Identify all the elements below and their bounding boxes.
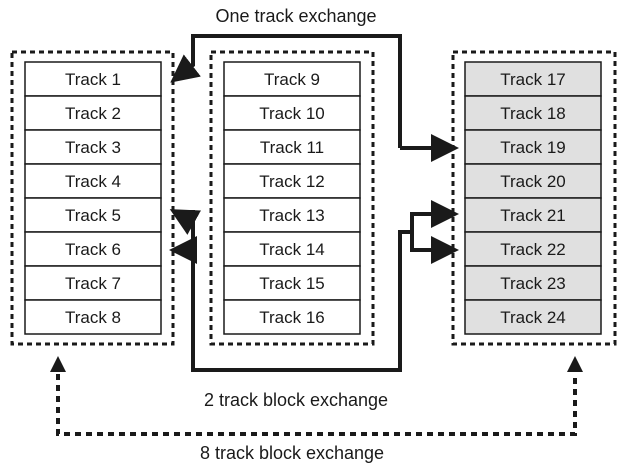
track-cell: Track 20 <box>464 163 602 199</box>
track-label: Track 10 <box>259 104 325 123</box>
track-cell-box <box>223 265 361 301</box>
track-cell: Track 13 <box>223 197 361 233</box>
track-cell: Track 14 <box>223 231 361 267</box>
track-cell: Track 1 <box>24 61 162 97</box>
track-cell: Track 11 <box>223 129 361 165</box>
track-cell: Track 22 <box>464 231 602 267</box>
track-cell-box <box>464 197 602 233</box>
track-cell-box <box>464 129 602 165</box>
track-cell-box <box>464 265 602 301</box>
track-cell: Track 9 <box>223 61 361 97</box>
one-track-exchange-label: One track exchange <box>215 6 376 26</box>
track-label: Track 24 <box>500 308 566 327</box>
track-cell-box <box>223 163 361 199</box>
track-cell: Track 5 <box>24 197 162 233</box>
track-cell: Track 23 <box>464 265 602 301</box>
track-label: Track 15 <box>259 274 325 293</box>
track-cell-box <box>223 197 361 233</box>
track-label: Track 11 <box>260 138 324 157</box>
track-cell: Track 3 <box>24 129 162 165</box>
track-label: Track 14 <box>259 240 325 259</box>
track-cell-box <box>223 61 361 97</box>
track-cell-box <box>464 299 602 335</box>
track-cell: Track 17 <box>464 61 602 97</box>
track-cell: Track 8 <box>24 299 162 335</box>
group-1-tracks: Track 1 Track 2 Track 3 Track 4 Track 5 Track… <box>24 61 162 335</box>
track-label: Track 12 <box>259 172 325 191</box>
track-label: Track 9 <box>264 70 320 89</box>
track-cell-box <box>464 163 602 199</box>
track-label: Track 7 <box>65 274 121 293</box>
track-label: Track 21 <box>500 206 566 225</box>
track-label: Track 17 <box>500 70 566 89</box>
track-cell-box <box>223 299 361 335</box>
track-cell-box <box>464 61 602 97</box>
track-cell-box <box>24 265 162 301</box>
two-track-arrow-to-track-22 <box>410 232 459 264</box>
track-cell-box <box>24 95 162 131</box>
group-2-outline <box>209 50 375 346</box>
track-cell-box <box>464 95 602 131</box>
two-track-block-exchange-label: 2 track block exchange <box>204 390 388 410</box>
eight-track-block-exchange-label: 8 track block exchange <box>200 443 384 463</box>
track-cell-box <box>223 95 361 131</box>
track-label: Track 8 <box>65 308 121 327</box>
track-label: Track 13 <box>259 206 325 225</box>
track-label: Track 5 <box>65 206 121 225</box>
eight-track-arrow-left <box>50 356 66 372</box>
track-cell-box <box>24 299 162 335</box>
track-label: Track 4 <box>65 172 121 191</box>
track-label: Track 1 <box>65 70 121 89</box>
track-label: Track 23 <box>500 274 566 293</box>
track-label: Track 3 <box>65 138 121 157</box>
track-label: Track 20 <box>500 172 566 191</box>
track-cell: Track 24 <box>464 299 602 335</box>
track-label: Track 6 <box>65 240 121 259</box>
track-cell: Track 18 <box>464 95 602 131</box>
group-2-tracks: Track 9 Track 10 Track 11 Track 12 Track 13 T… <box>223 61 361 335</box>
track-cell: Track 6 <box>24 231 162 267</box>
track-cell: Track 16 <box>223 299 361 335</box>
eight-track-arrow-right <box>567 356 583 372</box>
one-track-exchange-line <box>170 34 402 148</box>
track-cell: Track 21 <box>464 197 602 233</box>
group-1-outline <box>10 50 175 346</box>
track-cell: Track 19 <box>464 129 602 165</box>
track-cell: Track 12 <box>223 163 361 199</box>
track-label: Track 18 <box>500 104 566 123</box>
group-3-outline <box>451 50 617 346</box>
track-cell-box <box>24 61 162 97</box>
eight-track-block-exchange-line <box>56 374 577 436</box>
track-cell: Track 10 <box>223 95 361 131</box>
track-label: Track 16 <box>259 308 325 327</box>
track-label: Track 22 <box>500 240 566 259</box>
two-track-arrow-to-track-5 <box>169 209 202 235</box>
track-label: Track 19 <box>500 138 566 157</box>
track-cell-box <box>24 129 162 165</box>
track-cell: Track 7 <box>24 265 162 301</box>
track-cell: Track 2 <box>24 95 162 131</box>
track-label: Track 2 <box>65 104 121 123</box>
two-track-arrow-to-track-21 <box>410 200 459 232</box>
track-cell: Track 4 <box>24 163 162 199</box>
track-cell: Track 15 <box>223 265 361 301</box>
group-3-tracks: Track 17 Track 18 Track 19 Track 20 Track 21… <box>464 61 602 335</box>
track-cell-box <box>223 231 361 267</box>
